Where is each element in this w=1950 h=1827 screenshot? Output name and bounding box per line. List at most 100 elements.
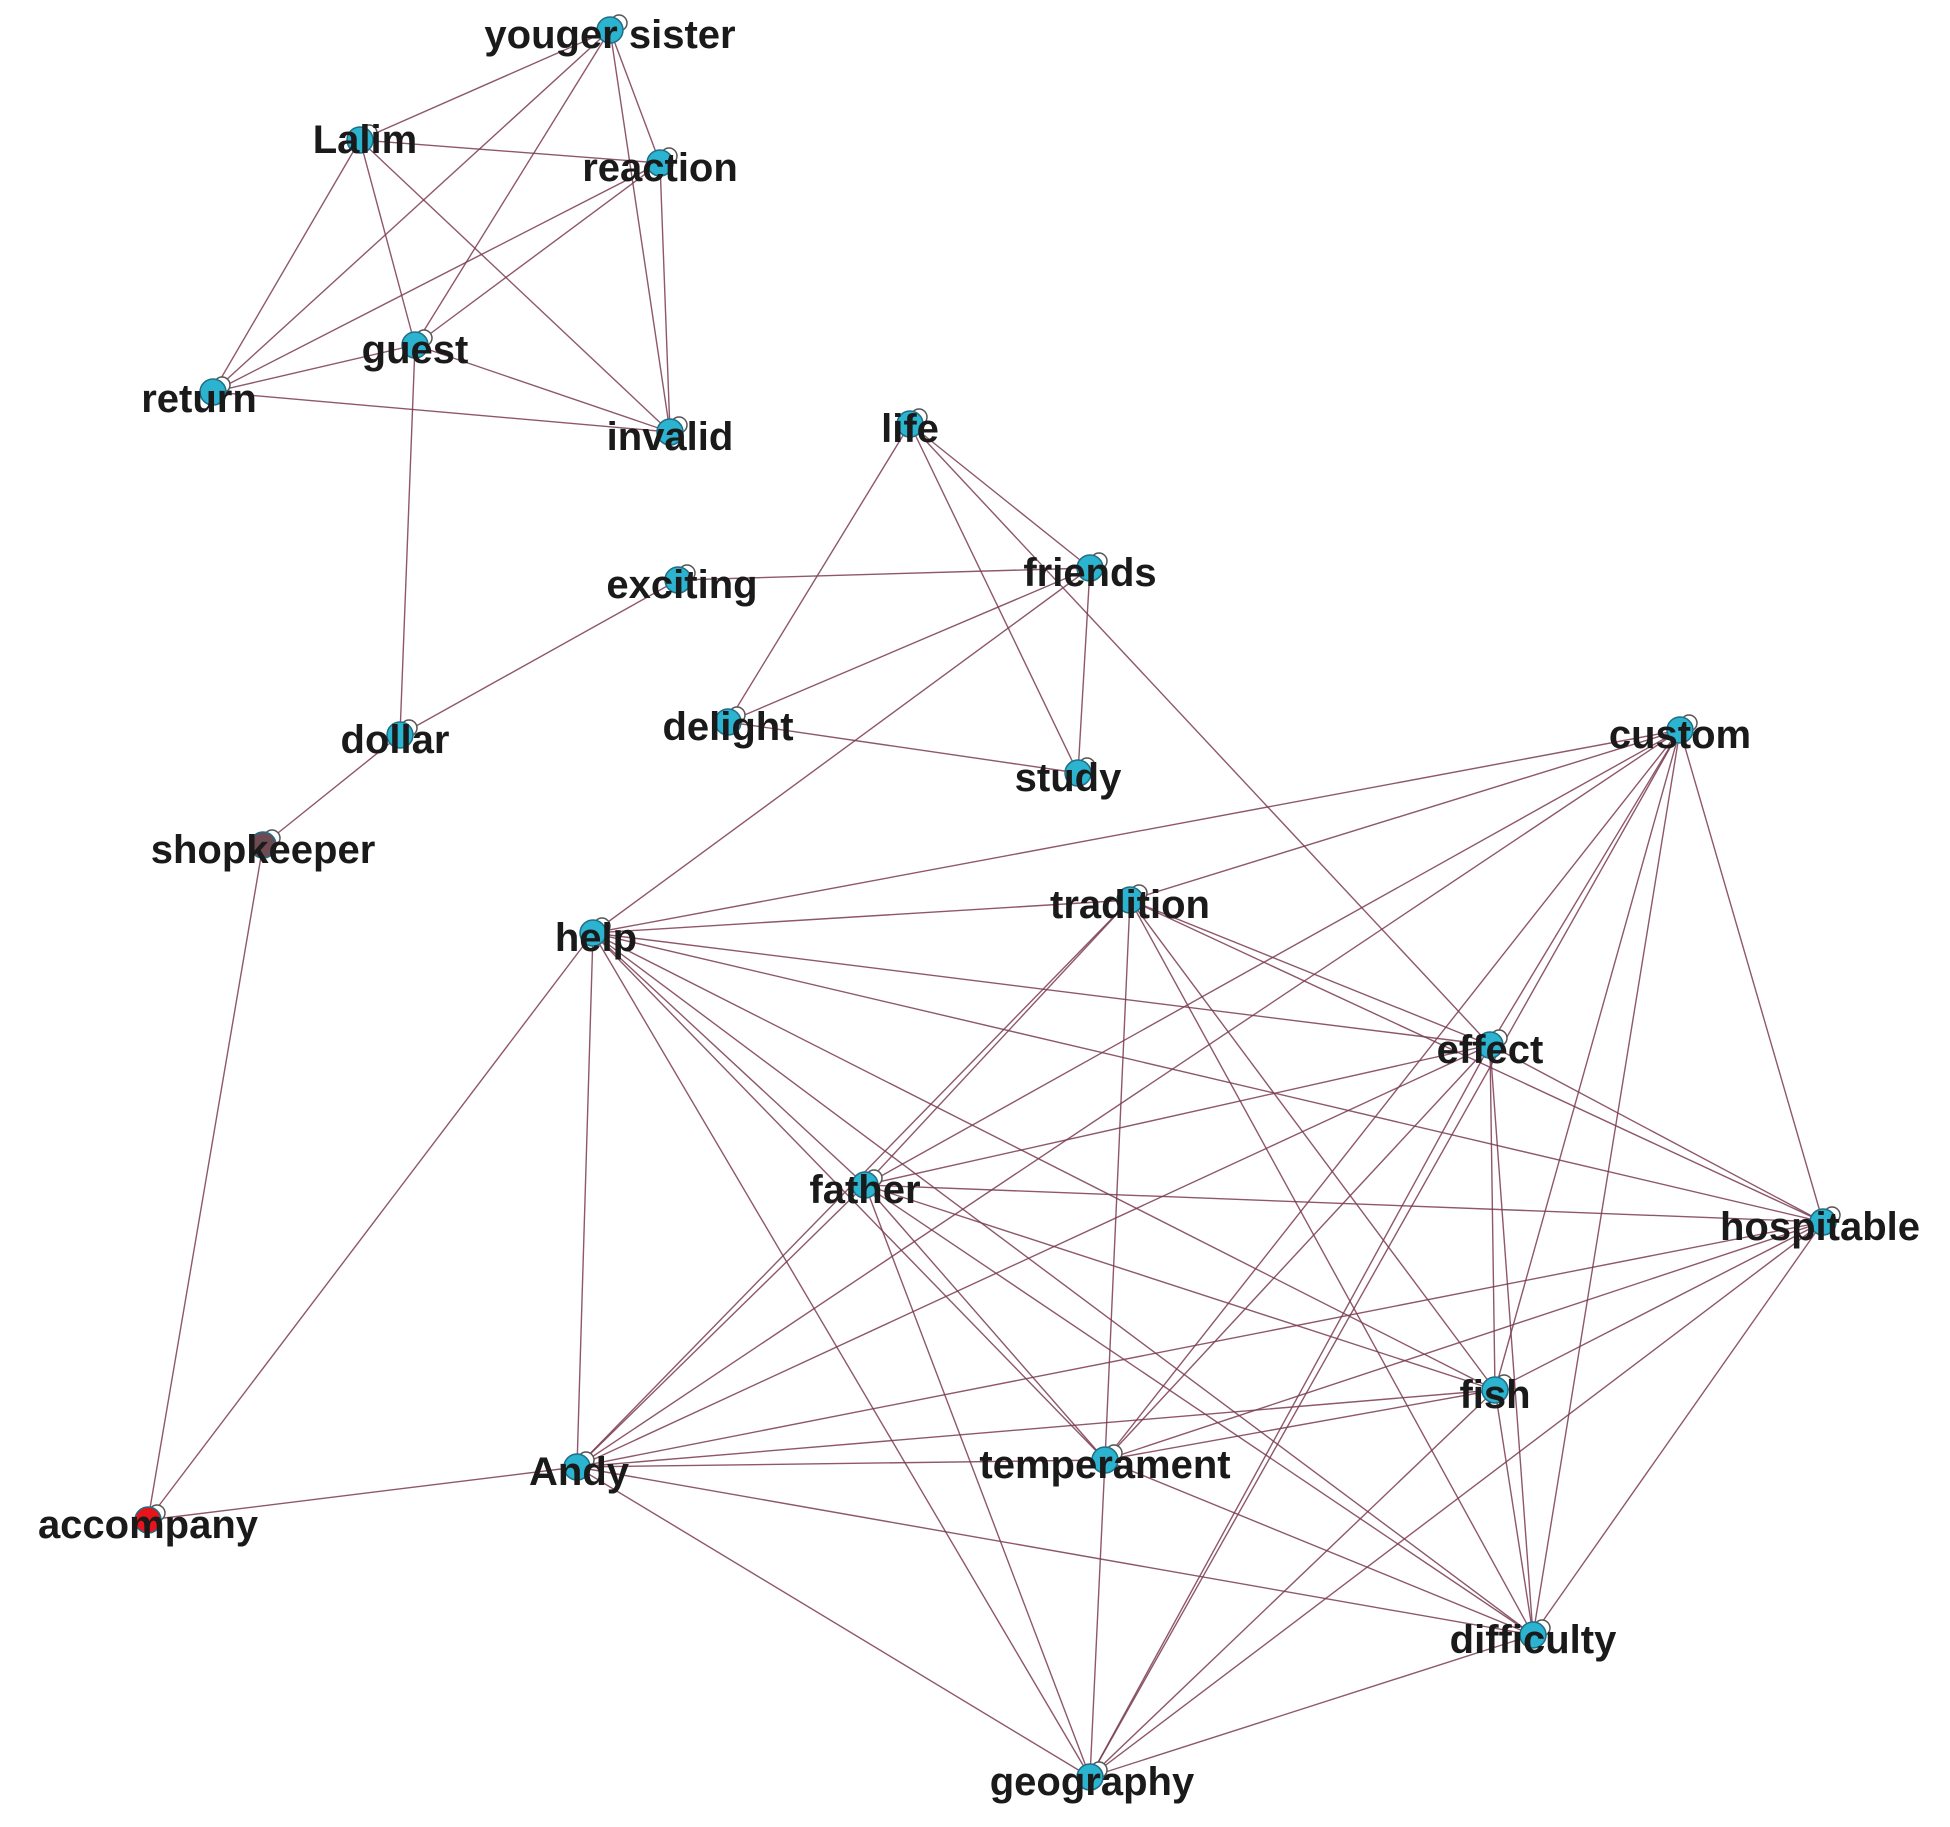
edge-youger_sister-reaction (609, 29, 661, 164)
node-help[interactable] (579, 917, 611, 947)
edge-reaction-return (212, 162, 661, 393)
node-dot (596, 16, 624, 44)
node-label-accompany: accompany (38, 1503, 259, 1547)
node-effect[interactable] (1476, 1029, 1508, 1059)
node-difficulty[interactable] (1519, 1619, 1551, 1649)
edge-custom-geography (1089, 729, 1681, 1778)
node-dollar[interactable] (386, 719, 418, 749)
node-reaction[interactable] (646, 147, 678, 177)
node-dot (386, 721, 414, 749)
edge-andy-geography (576, 1466, 1091, 1778)
node-invalid[interactable] (656, 416, 688, 446)
edge-hospitable-difficulty (1532, 1221, 1824, 1636)
node-label-fish: fish (1459, 1373, 1530, 1417)
edge-andy-father (576, 1184, 866, 1468)
edge-temperament-difficulty (1104, 1459, 1534, 1636)
node-exciting[interactable] (664, 564, 696, 594)
edges-layer (147, 29, 1824, 1778)
node-lalim[interactable] (346, 124, 378, 154)
edge-youger_sister-return (212, 29, 611, 393)
edge-accompany-andy (147, 1466, 578, 1521)
node-life[interactable] (896, 408, 928, 438)
node-friends[interactable] (1076, 552, 1108, 582)
edge-fish-geography (1089, 1389, 1496, 1778)
edge-father-hospitable (864, 1184, 1824, 1223)
edge-hospitable-fish (1494, 1221, 1824, 1391)
node-label-guest: guest (362, 328, 469, 372)
edge-father-temperament (864, 1184, 1106, 1461)
node-label-dollar: dollar (341, 718, 450, 762)
edge-hospitable-geography (1089, 1221, 1824, 1778)
edge-help-effect (592, 932, 1491, 1046)
edge-fish-temperament (1104, 1389, 1496, 1461)
edge-father-fish (864, 1184, 1496, 1391)
node-dot (1476, 1031, 1504, 1059)
node-dot (563, 1453, 591, 1481)
edge-guest-invalid (414, 344, 671, 433)
node-tradition[interactable] (1116, 884, 1148, 914)
node-dot (579, 919, 607, 947)
edge-life-effect (909, 423, 1491, 1046)
node-dot (851, 1171, 879, 1199)
node-label-custom: custom (1609, 713, 1751, 757)
edge-help-temperament (592, 932, 1106, 1461)
edge-effect-father (864, 1044, 1491, 1186)
edge-dollar-shopkeeper (262, 734, 401, 846)
edge-life-delight (727, 423, 911, 723)
edge-friends-help (592, 567, 1091, 934)
node-label-invalid: invalid (607, 415, 734, 459)
node-father[interactable] (851, 1169, 883, 1199)
node-label-exciting: exciting (606, 563, 757, 607)
edge-custom-difficulty (1532, 729, 1681, 1636)
node-study[interactable] (1064, 757, 1096, 787)
node-geography[interactable] (1076, 1761, 1108, 1791)
node-accompany[interactable] (134, 1504, 166, 1534)
edge-friends-study (1077, 567, 1091, 774)
edge-andy-hospitable (576, 1221, 1824, 1468)
edge-hospitable-temperament (1104, 1221, 1824, 1461)
node-label-friends: friends (1023, 551, 1156, 595)
node-label-delight: delight (662, 705, 793, 749)
node-hospitable[interactable] (1809, 1206, 1841, 1236)
node-label-study: study (1015, 756, 1122, 800)
edge-custom-effect (1489, 729, 1681, 1046)
node-temperament[interactable] (1091, 1444, 1123, 1474)
edge-life-study (909, 423, 1079, 774)
edge-andy-effect (576, 1044, 1491, 1468)
edge-help-tradition (592, 899, 1131, 934)
node-guest[interactable] (401, 329, 433, 359)
node-andy[interactable] (563, 1451, 595, 1481)
node-custom[interactable] (1666, 714, 1698, 744)
node-return[interactable] (199, 376, 231, 406)
edge-andy-custom (576, 729, 1681, 1468)
node-dot (346, 126, 374, 154)
node-label-effect: effect (1437, 1028, 1544, 1072)
node-fish[interactable] (1481, 1374, 1513, 1404)
edge-youger_sister-lalim (359, 29, 611, 141)
node-youger_sister[interactable] (596, 14, 628, 44)
node-dot (1076, 554, 1104, 582)
edge-friends-delight (727, 567, 1091, 723)
edge-help-hospitable (592, 932, 1824, 1223)
node-dot (249, 831, 277, 859)
node-label-youger_sister: youger sister (484, 13, 735, 57)
node-dot (656, 418, 684, 446)
node-dot (896, 410, 924, 438)
edge-difficulty-geography (1089, 1634, 1534, 1778)
edge-help-geography (592, 932, 1091, 1778)
edge-custom-temperament (1104, 729, 1681, 1461)
node-shopkeeper[interactable] (249, 829, 281, 859)
node-label-reaction: reaction (582, 146, 738, 190)
edge-life-friends (909, 423, 1091, 569)
edge-lalim-reaction (359, 139, 661, 164)
node-delight[interactable] (714, 706, 746, 736)
edge-reaction-guest (414, 162, 661, 346)
node-dot (134, 1506, 162, 1534)
edge-help-father (592, 932, 866, 1186)
edge-exciting-friends (677, 567, 1091, 581)
node-dot (1064, 759, 1092, 787)
edge-effect-difficulty (1489, 1044, 1534, 1636)
edge-temperament-geography (1089, 1459, 1106, 1778)
node-label-tradition: tradition (1050, 883, 1210, 927)
edge-effect-fish (1489, 1044, 1496, 1391)
